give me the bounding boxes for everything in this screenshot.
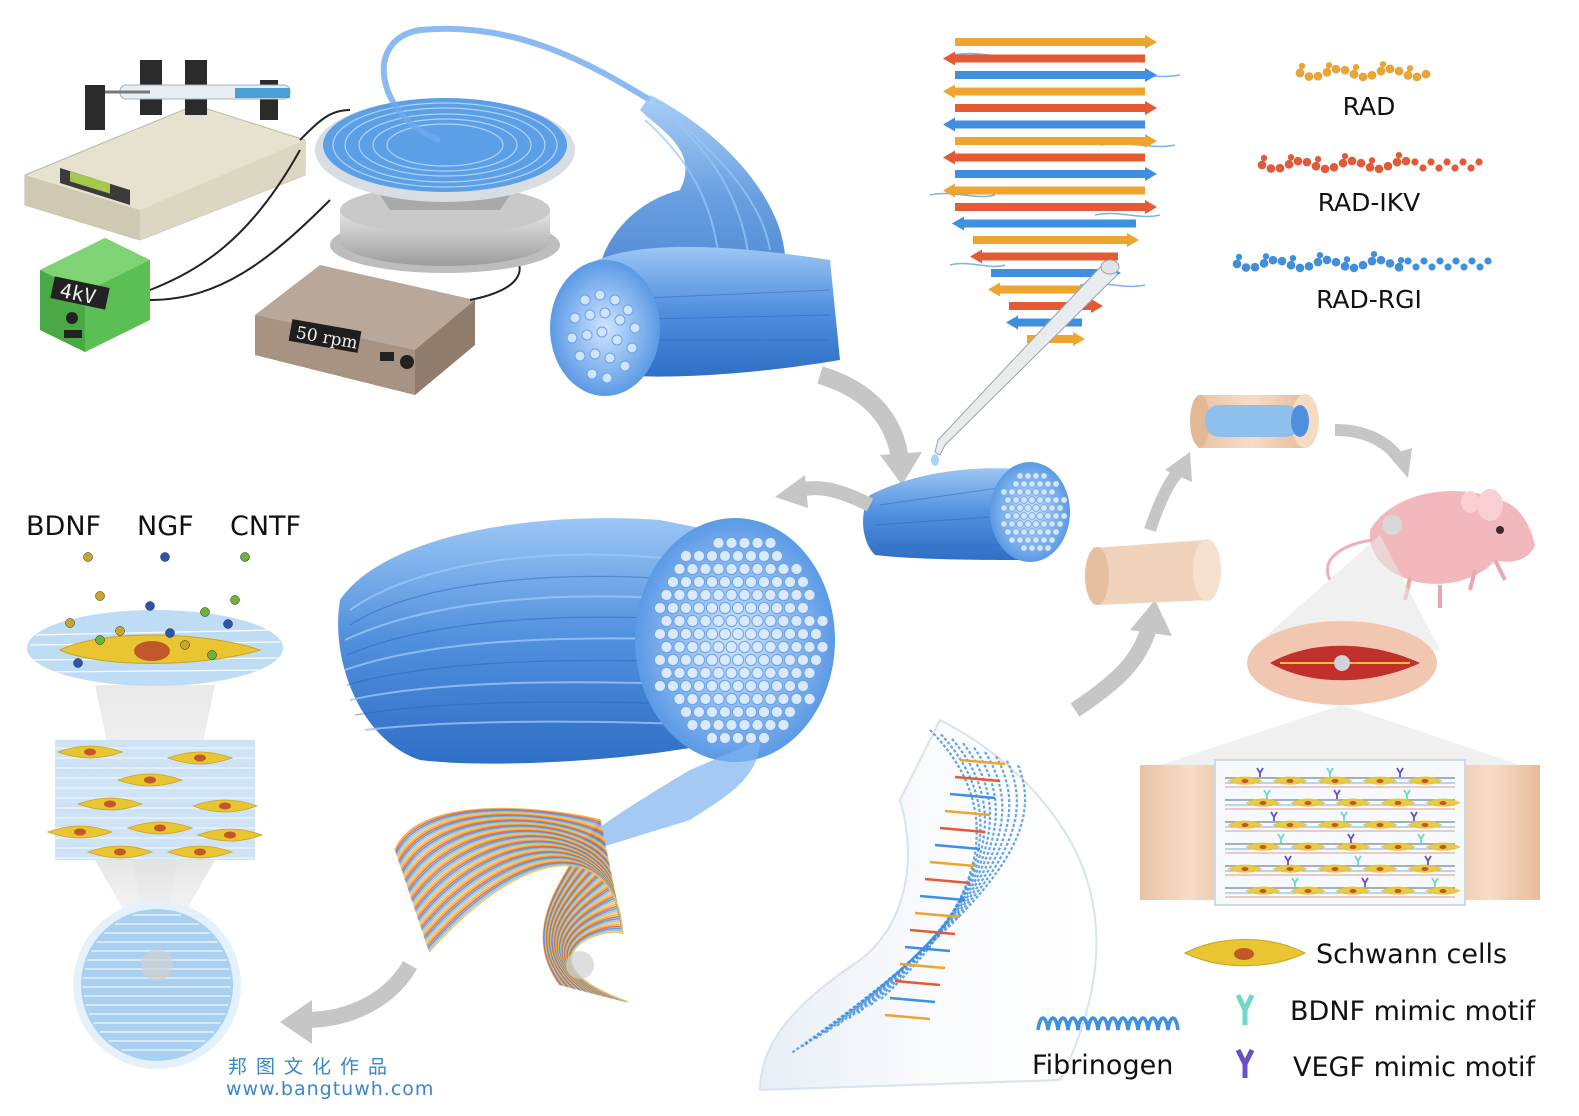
growth-factor-panel — [27, 552, 283, 1069]
nanofiber-tube-magnified — [758, 718, 1098, 1092]
label-bdnf: BDNF — [26, 511, 102, 542]
legend-fibrinogen: Fibrinogen — [1032, 1050, 1174, 1081]
syringe-pump — [24, 60, 306, 241]
electrospun-fiber — [380, 25, 652, 143]
coated-fiber-bundle — [863, 462, 1070, 562]
rotating-collector — [315, 98, 575, 273]
legend-bdnf-motif: BDNF mimic motif — [1290, 996, 1536, 1027]
high-voltage-supply: 4kV — [40, 238, 150, 352]
peptide-models — [1232, 60, 1492, 273]
rotation-controller: 50 rpm — [255, 265, 475, 395]
legend-icons — [1036, 939, 1307, 1078]
label-rad-ikv: RAD-IKV — [1317, 188, 1421, 217]
watermark-chinese: 邦图文化作品 — [228, 1056, 397, 1078]
bdnf-motif-icon — [1235, 993, 1255, 1025]
peptide-nanofiber-bundle — [394, 807, 629, 1003]
beta-sheet-assembly — [929, 35, 1181, 346]
vegf-motif-icon — [1235, 1048, 1255, 1078]
arrow-to-coating — [817, 366, 909, 462]
label-rad: RAD — [1342, 92, 1396, 121]
legend-schwann-cells: Schwann cells — [1316, 939, 1508, 970]
cables — [149, 109, 521, 301]
label-rad-rgi: RAD-RGI — [1316, 285, 1422, 314]
legend-vegf-motif: VEGF mimic motif — [1293, 1052, 1536, 1083]
watermark-url: www.bangtuwh.com — [226, 1078, 435, 1100]
label-ngf: NGF — [137, 511, 194, 542]
aligned-fiber-bundle-top — [550, 95, 840, 396]
large-fiber-bundle — [338, 518, 835, 860]
implant-pathway — [1070, 394, 1540, 906]
fibrinogen-icon — [1036, 1016, 1180, 1031]
label-cntf: CNTF — [230, 511, 302, 542]
pipette — [931, 259, 1120, 466]
